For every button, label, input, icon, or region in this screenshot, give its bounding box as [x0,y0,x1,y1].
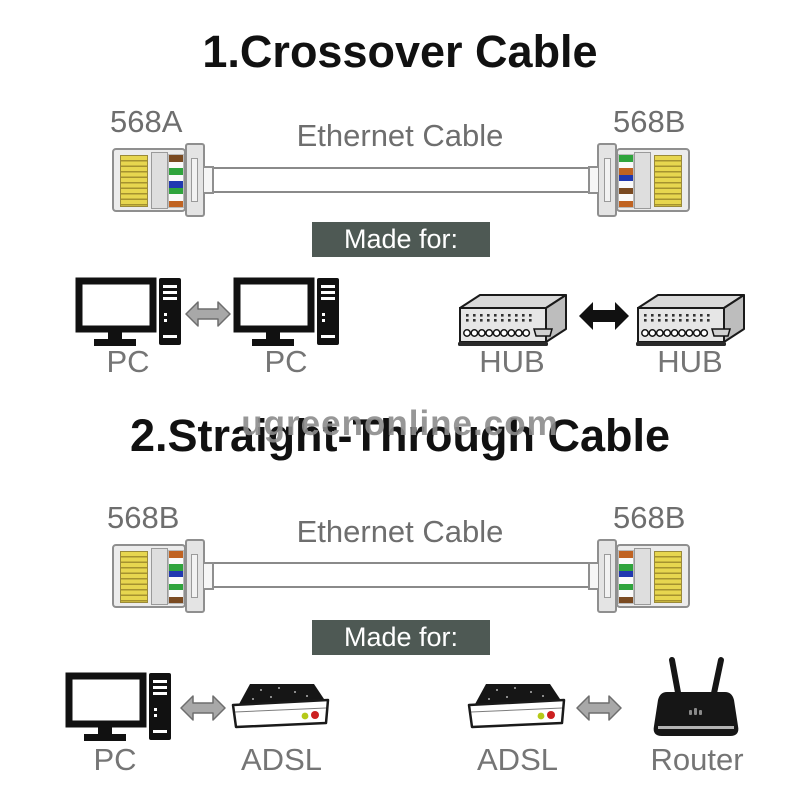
double-arrow-icon [576,694,622,727]
connector-tail [588,166,598,194]
section1-right-connector-label: 568B [613,104,686,139]
pc-icon [65,672,171,749]
gold-pins [120,551,148,603]
rj45-connector-568b-right [588,539,690,613]
pc-icon [233,277,339,354]
router-icon [645,652,749,753]
device-label: PC [106,344,150,379]
section2-cable-label: Ethernet Cable [296,514,504,549]
adsl-modem-icon [226,680,338,747]
wire-stripes [618,154,634,208]
connector-body [616,148,690,212]
collar-slot [604,158,611,202]
made-for-badge-1: Made for: [312,222,490,257]
ethernet-cable-1 [206,167,598,193]
device-label: Router [650,742,744,777]
gold-pins [120,155,148,207]
device-label: ADSL [477,742,558,777]
connector-collar [597,539,617,613]
rj45-connector-568a-left [112,143,214,217]
connector-body [112,544,186,608]
gold-pins [654,155,682,207]
connector-body [112,148,186,212]
connector-collar [185,143,205,217]
connector-latch [151,152,168,209]
gold-pins [654,551,682,603]
device-label: HUB [479,344,545,379]
wire-stripes [618,550,634,604]
collar-slot [191,158,198,202]
section2-title: 2.Straight-Through Cable [130,410,670,461]
connector-latch [634,152,651,209]
double-arrow-icon [180,694,226,727]
connector-collar [185,539,205,613]
section1-cable-label: Ethernet Cable [296,118,504,153]
watermark-text: ugreenonline.com [241,404,559,443]
hub-icon [452,292,572,355]
connector-tail [204,562,214,590]
device-label: ADSL [241,742,322,777]
rj45-connector-568b-right [588,143,690,217]
connector-collar [597,143,617,217]
device-label: PC [264,344,308,379]
device-label: HUB [657,344,723,379]
made-for-badge-2: Made for: [312,620,490,655]
section2-right-connector-label: 568B [613,500,686,535]
double-arrow-icon [578,300,630,337]
section1-left-connector-label: 568A [110,104,183,139]
hub-icon [630,292,750,355]
connector-tail [588,562,598,590]
connector-tail [204,166,214,194]
wire-stripes [168,550,184,604]
device-label: PC [93,742,137,777]
rj45-connector-568b-left [112,539,214,613]
pc-icon [75,277,181,354]
wire-stripes [168,154,184,208]
connector-latch [634,548,651,605]
connector-latch [151,548,168,605]
adsl-modem-icon [462,680,574,747]
collar-slot [604,554,611,598]
double-arrow-icon [185,300,231,333]
ethernet-cable-2 [206,562,598,588]
collar-slot [191,554,198,598]
section2-left-connector-label: 568B [107,500,180,535]
connector-body [616,544,690,608]
section1-title: 1.Crossover Cable [202,26,598,77]
